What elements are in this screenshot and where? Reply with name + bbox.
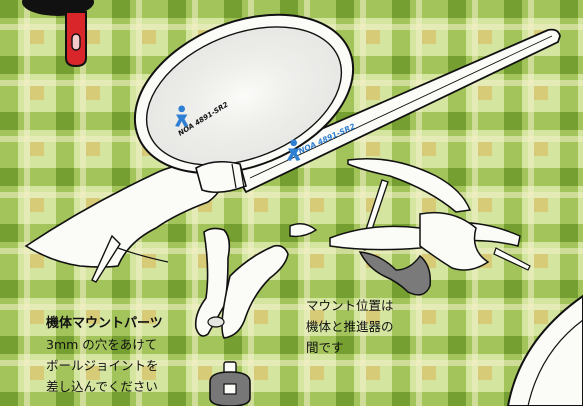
base-edge-inner (527, 319, 583, 406)
ball-joint (209, 361, 251, 406)
red-handle (22, 0, 94, 68)
stand-clamp (195, 160, 247, 194)
parts-caption-line: ボールジョイントを (46, 358, 159, 373)
parts-caption-title: 機体マウントパーツ (46, 316, 163, 331)
parts-caption-line: 差し込んでください (46, 379, 158, 394)
position-caption-line: 機体と推進器の (306, 319, 394, 334)
logo-icon (287, 139, 301, 161)
mount-part (194, 223, 318, 339)
aircraft-wing-left (24, 164, 223, 283)
parts-caption: 機体マウントパーツ 3mm の穴をあけて ボールジョイントを 差し込んでください (46, 313, 163, 397)
position-caption-line: 間です (306, 340, 344, 355)
parts-caption-line: 3mm の穴をあけて (46, 337, 158, 352)
assembled-view (329, 157, 531, 296)
logo-icon (175, 105, 189, 127)
position-caption-line: マウント位置は (306, 298, 394, 313)
position-caption: マウント位置は 機体と推進器の 間です (306, 295, 394, 358)
stand-base: NOA 4891-SR2 (133, 13, 355, 175)
